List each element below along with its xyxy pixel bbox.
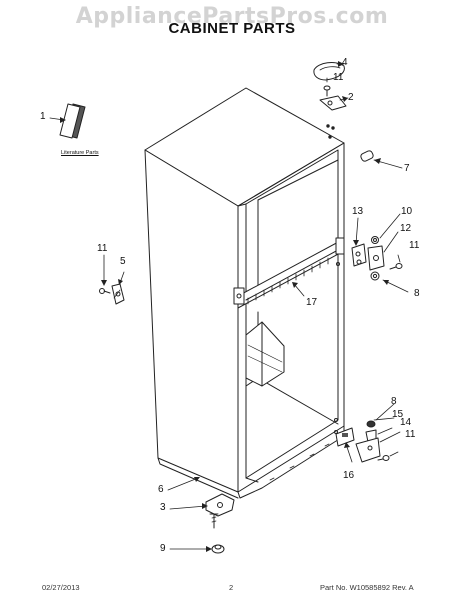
- callout-11-left: 11: [97, 243, 108, 254]
- callout-9: 9: [160, 543, 166, 554]
- refrigerator-cabinet: [144, 87, 345, 499]
- callout-2: 2: [348, 92, 354, 103]
- callout-11-top: 11: [333, 72, 344, 83]
- leveling-leg-icon: [205, 493, 235, 554]
- callout-7: 7: [404, 163, 410, 174]
- callout-13: 13: [352, 206, 364, 217]
- literature-booklet-icon: [59, 103, 86, 139]
- callout-10: 10: [401, 206, 413, 217]
- watermark-text: AppliancePartsPros.com: [75, 4, 389, 29]
- callout-8-center: 8: [414, 288, 420, 299]
- diagram-title: CABINET PARTS: [168, 20, 296, 37]
- footer-part-number: Part No. W10585892 Rev. A: [320, 583, 414, 592]
- callout-8-bottom: 8: [391, 396, 397, 407]
- top-hinge-icon: [319, 95, 347, 111]
- callout-14: 14: [400, 417, 412, 428]
- footer-page-number: 2: [229, 583, 234, 592]
- left-hinge-parts-icon: [99, 283, 125, 305]
- callout-12: 12: [400, 223, 412, 234]
- callout-11-bottom: 11: [405, 429, 416, 440]
- hole-plug-icon: [360, 150, 374, 162]
- callout-5: 5: [120, 256, 126, 267]
- callout-4: 4: [342, 57, 348, 68]
- footer-date: 02/27/2013: [42, 583, 80, 592]
- callout-3: 3: [160, 502, 166, 513]
- center-hinge-parts-icon: [351, 236, 403, 281]
- bottom-hinge-parts-icon: [335, 420, 390, 463]
- callout-arrowheads: [60, 61, 389, 552]
- callout-17: 17: [306, 297, 318, 308]
- top-screw-icon: [323, 85, 331, 97]
- callout-1: 1: [40, 111, 46, 122]
- callout-6: 6: [158, 484, 164, 495]
- callout-15: 15: [392, 409, 404, 420]
- callout-11-center: 11: [409, 240, 420, 251]
- top-hinge-cover-icon: [313, 62, 345, 81]
- callout-16: 16: [343, 470, 355, 481]
- literature-parts-label: Literature Parts: [61, 150, 99, 156]
